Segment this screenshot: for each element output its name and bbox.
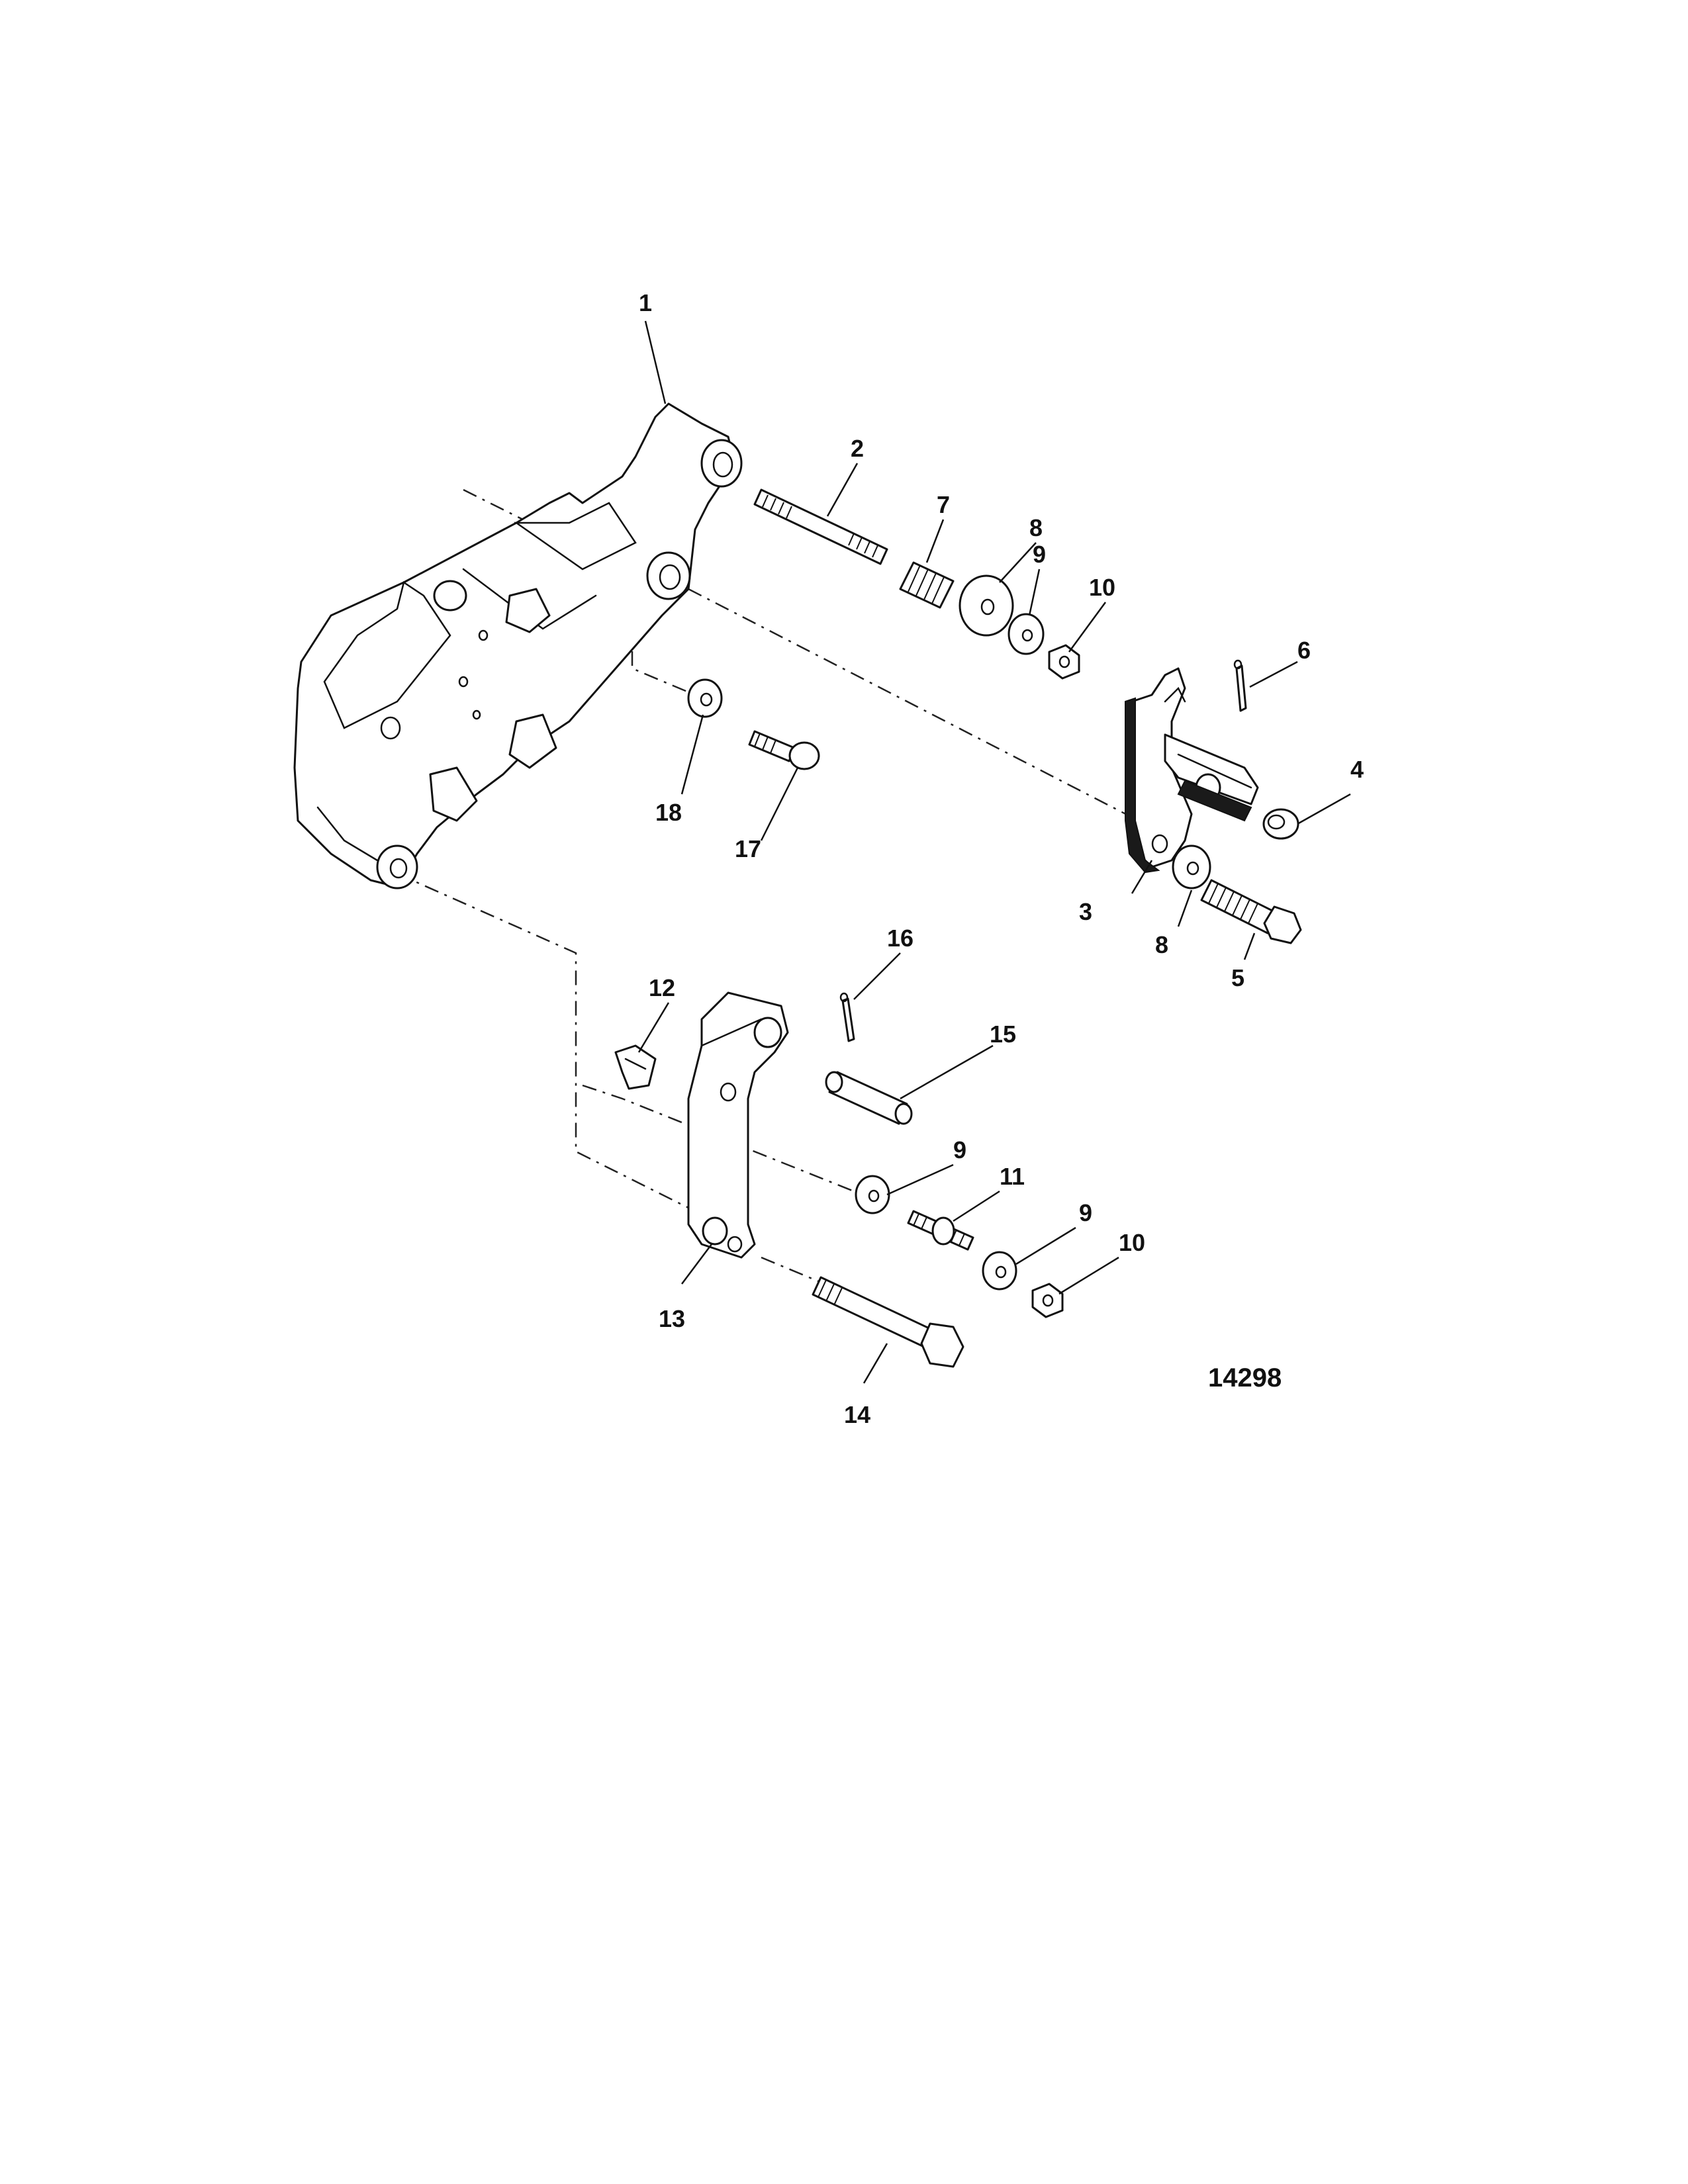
callout-1: 1 [639, 289, 652, 316]
part-18-washer [687, 678, 723, 718]
part-3-shift-bracket [1125, 667, 1259, 874]
part-6-cotter-pin [1233, 659, 1247, 712]
part-16-cotter-pin [839, 992, 855, 1042]
part-17-bolt [748, 730, 820, 770]
figure-number: 14298 [1208, 1363, 1282, 1392]
callout-9-lower: 9 [1079, 1199, 1092, 1226]
part-12-clip [614, 1044, 657, 1090]
callout-7: 7 [937, 491, 950, 518]
part-13-lever [687, 991, 789, 1259]
part-9-washer-middle [855, 1175, 890, 1214]
callout-17: 17 [735, 835, 761, 862]
part-9-washer-upper [1008, 613, 1045, 655]
callout-2: 2 [851, 435, 864, 462]
callout-18: 18 [655, 799, 682, 826]
callout-5: 5 [1231, 964, 1244, 991]
callout-8-lower: 8 [1155, 931, 1168, 958]
callout-3: 3 [1079, 898, 1092, 925]
callout-9-upper: 9 [1033, 541, 1046, 568]
callout-9-middle: 9 [953, 1136, 966, 1163]
callout-15: 15 [990, 1021, 1016, 1048]
part-8-washer-upper [959, 574, 1014, 637]
callout-14: 14 [844, 1401, 870, 1428]
part-10-nut-upper [1048, 644, 1080, 680]
callout-10-upper: 10 [1089, 574, 1115, 601]
part-8-washer-lower [1172, 844, 1211, 889]
part-11-stud [907, 1210, 974, 1251]
callout-4: 4 [1350, 756, 1364, 783]
part-5-bolt [1200, 879, 1302, 944]
part-4-cap [1262, 808, 1299, 840]
callout-labels: 1 2 7 8 9 10 6 4 3 8 5 18 17 16 12 15 9 … [639, 289, 1364, 1428]
part-14-long-bolt [812, 1276, 964, 1368]
callout-6: 6 [1297, 637, 1311, 664]
callout-10-lower: 10 [1119, 1229, 1145, 1256]
callout-8-upper: 8 [1029, 514, 1043, 541]
callout-16: 16 [887, 925, 914, 952]
callout-13: 13 [659, 1305, 685, 1332]
part-10-nut-lower [1031, 1283, 1064, 1318]
part-7-spring [899, 561, 955, 609]
callout-12: 12 [649, 974, 675, 1001]
callout-11: 11 [1000, 1163, 1025, 1190]
part-2-stud [753, 488, 888, 565]
part-15-pin [825, 1071, 913, 1125]
part-9-washer-lower [982, 1251, 1017, 1291]
part-1-main-bracket [293, 402, 743, 889]
leader-lines [637, 320, 1351, 1384]
